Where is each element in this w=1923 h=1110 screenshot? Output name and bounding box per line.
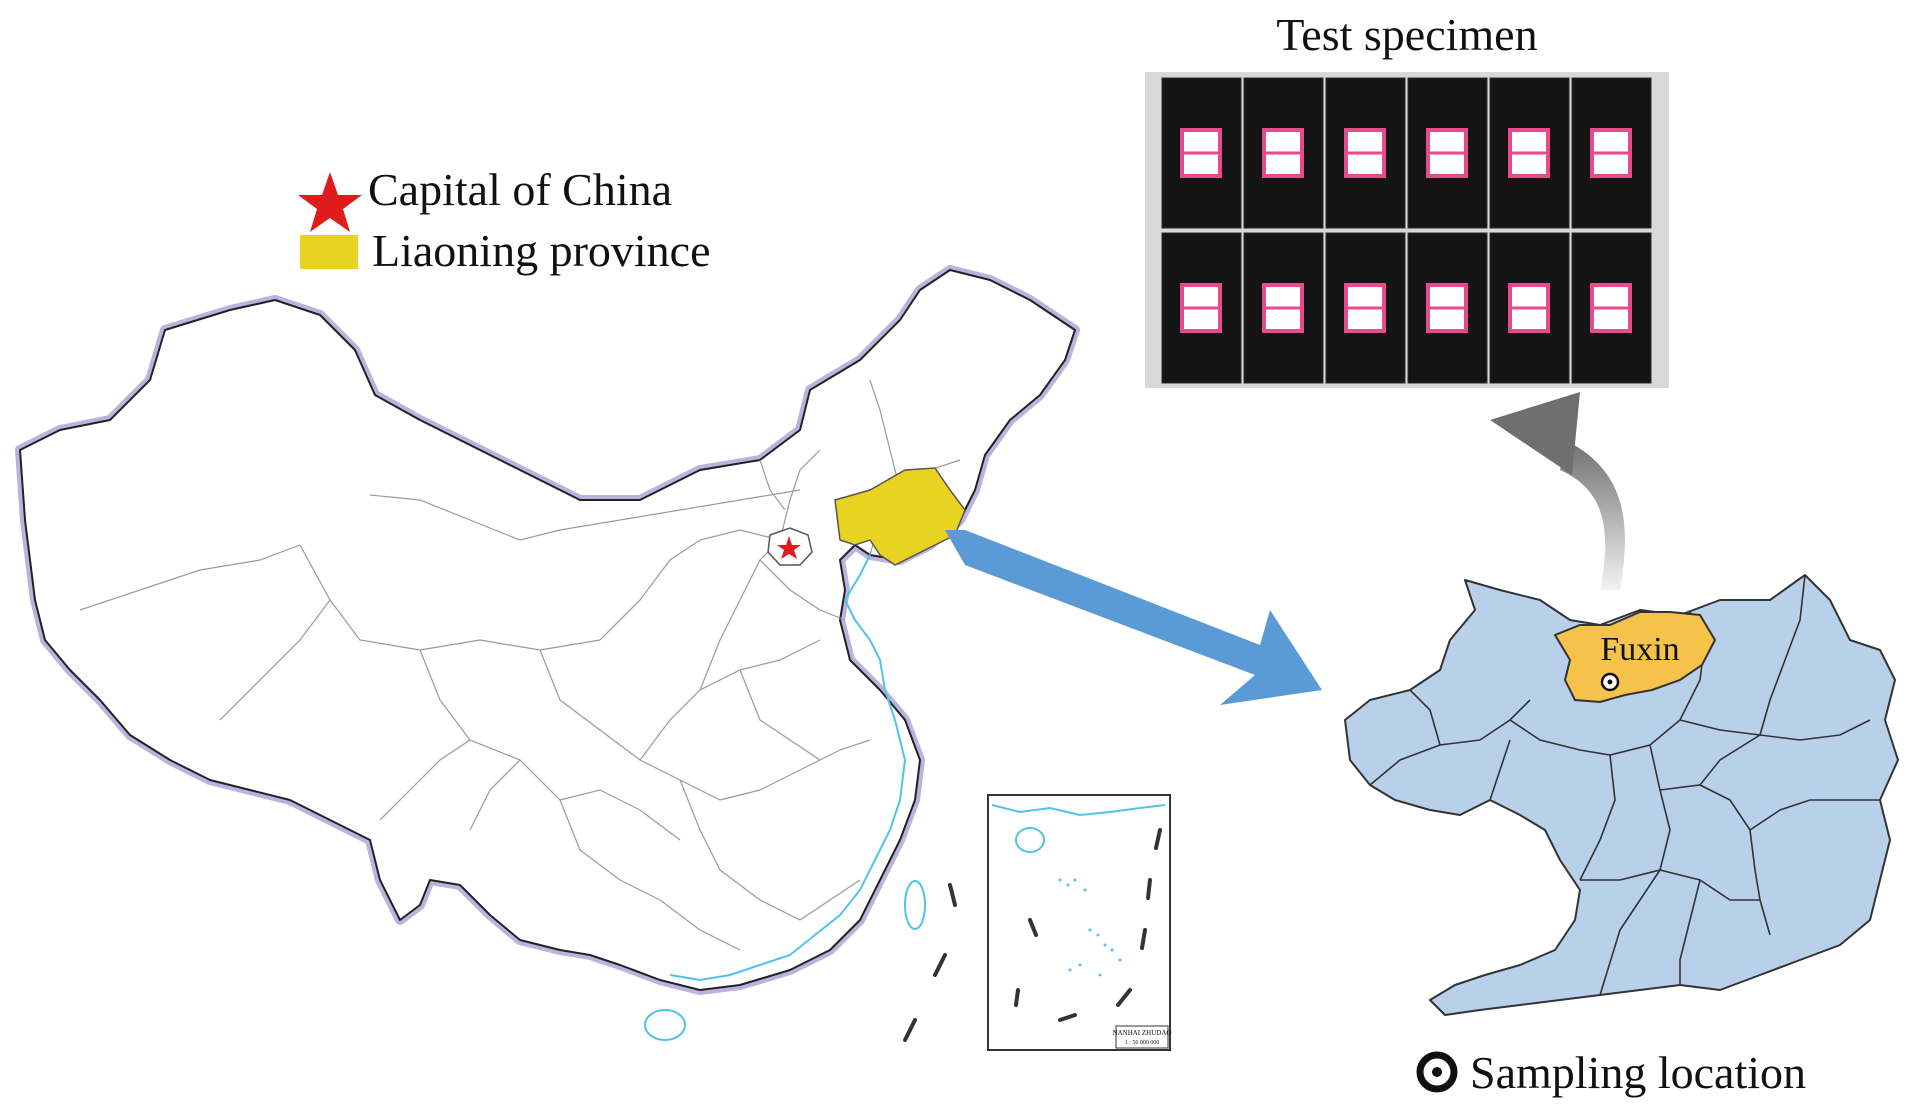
gray-curved-arrow <box>1490 392 1625 590</box>
specimen-panel: Test specimen <box>1145 9 1669 388</box>
inset-caption-line1: NANHAI ZHUDAO <box>1113 1029 1172 1037</box>
legend: Capital of China Liaoning province <box>298 164 711 276</box>
gray-arrow-head <box>1490 392 1580 475</box>
south-china-sea-inset: NANHAI ZHUDAO 1 : 56 000 000 <box>987 794 1172 1051</box>
china-map <box>15 265 1080 1042</box>
legend-capital-label: Capital of China <box>368 164 672 215</box>
capital-star-on-map <box>777 536 801 559</box>
sampling-point-icon <box>1600 672 1620 692</box>
specimen-blocks <box>1161 77 1652 384</box>
legend-province-label: Liaoning province <box>372 225 711 276</box>
specimen-title: Test specimen <box>1276 9 1537 60</box>
gray-arrow-shaft <box>1560 440 1625 590</box>
province-swatch-icon <box>300 235 358 269</box>
inset-islands <box>1058 878 1122 977</box>
sampling-legend: Sampling location <box>1416 1047 1806 1098</box>
inset-hainan <box>1015 827 1045 853</box>
maritime-dashes <box>903 883 957 1042</box>
province-boundaries <box>79 379 961 951</box>
blue-direction-arrow <box>945 530 1322 705</box>
specimen-block <box>1571 77 1652 229</box>
inset-frame <box>987 794 1171 1051</box>
specimen-block <box>1489 232 1570 384</box>
capital-star-icon <box>298 172 362 232</box>
fuxin-region <box>1553 611 1717 704</box>
inset-caption-line2: 1 : 56 000 000 <box>1125 1040 1160 1046</box>
liaoning-highlight <box>834 467 966 566</box>
china-coastline <box>669 554 907 982</box>
sampling-location-label: Sampling location <box>1470 1047 1806 1098</box>
inset-caption-box <box>1115 1025 1169 1049</box>
fuxin-label: Fuxin <box>1600 631 1679 668</box>
liaoning-outline <box>1344 574 1899 1016</box>
sampling-location-icon <box>1416 1051 1458 1093</box>
china-outline <box>19 269 1076 991</box>
inset-coast <box>991 804 1166 817</box>
hainan-island <box>644 1009 686 1041</box>
liaoning-map: Fuxin <box>1344 574 1899 1016</box>
taiwan-island <box>904 880 926 930</box>
inset-dashes <box>1014 828 1162 1022</box>
